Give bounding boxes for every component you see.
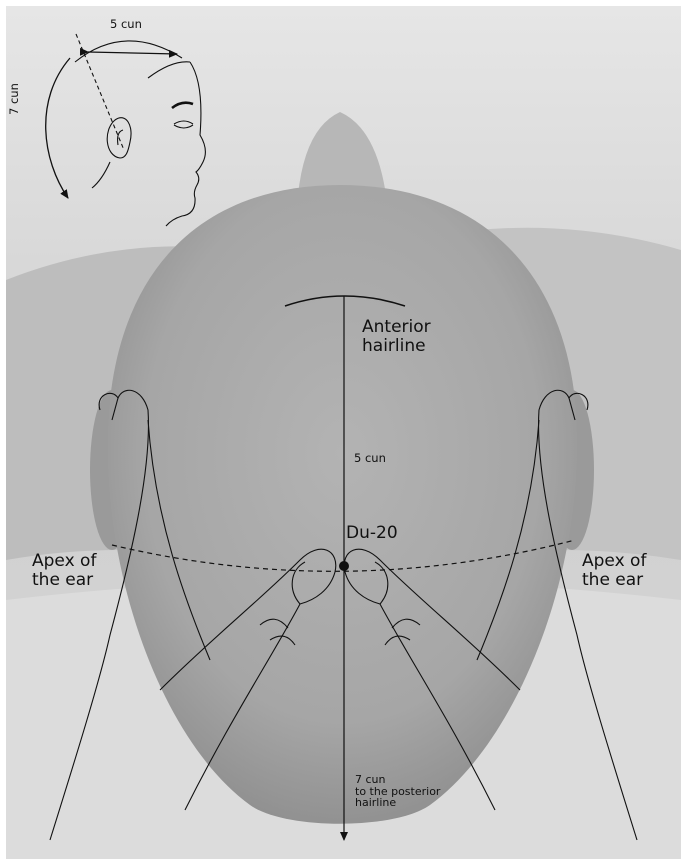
- inset-7cun-label: 7 cun: [8, 83, 21, 115]
- apex-ear-left-label: Apex of the ear: [32, 552, 96, 590]
- apex-ear-right-label: Apex of the ear: [582, 552, 646, 590]
- du20-label: Du-20: [346, 524, 398, 543]
- anterior-hairline-label: Anterior hairline: [362, 318, 431, 356]
- five-cun-label: 5 cun: [354, 452, 386, 465]
- inset-5cun-label: 5 cun: [110, 18, 142, 31]
- seven-cun-label: 7 cun to the posterior hairline: [355, 774, 440, 809]
- du20-point: [339, 561, 349, 571]
